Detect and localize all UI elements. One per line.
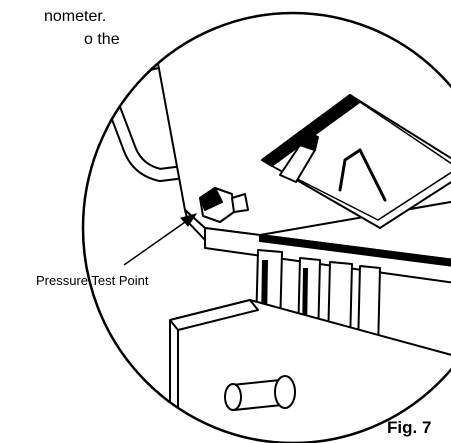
- burner-assembly-drawing: [100, 13, 451, 443]
- bottom-cylinder-end: [274, 375, 296, 409]
- instruction-text-line-1: nometer.: [44, 8, 107, 25]
- figure-label: Fig. 7: [387, 418, 432, 437]
- bottom-cylinder-cap: [224, 383, 242, 411]
- base-box-top: [169, 299, 259, 331]
- manifold-bar-top: [259, 234, 451, 269]
- pressure-test-screw: [231, 193, 249, 213]
- pressure-test-point-label: Pressure Test Point: [36, 273, 149, 288]
- igniter-wire: [338, 148, 387, 202]
- instruction-text-line-2: o the: [84, 31, 120, 48]
- detail-circle: [81, 11, 451, 443]
- pressure-test-nut-face: [199, 187, 223, 211]
- igniter-tip: [299, 131, 319, 151]
- callout-arrow-line: [123, 219, 189, 266]
- callout-arrow-head: [180, 213, 198, 227]
